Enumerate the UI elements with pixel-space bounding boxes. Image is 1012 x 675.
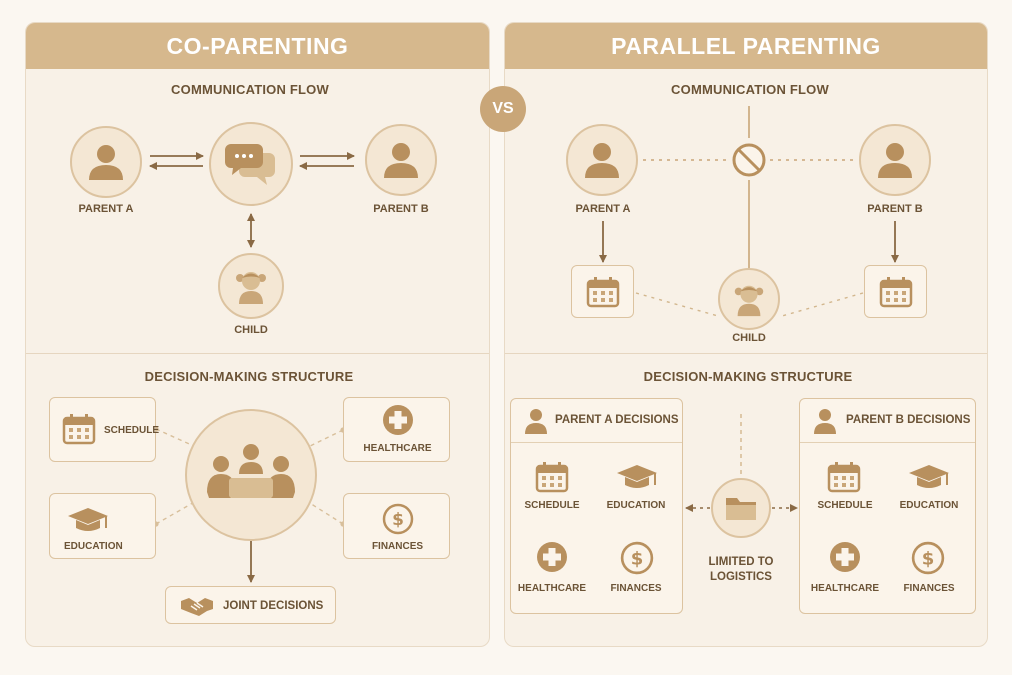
- right-parent-a-label: PARENT A: [575, 203, 631, 215]
- parent-b-healthcare-label: HEALTHCARE: [810, 583, 880, 594]
- right-parent-b-node: [859, 124, 931, 196]
- medical-cross-icon: [830, 542, 860, 572]
- dollar-coin-icon: $: [382, 503, 414, 535]
- joint-decisions-label: JOINT DECISIONS: [223, 600, 324, 612]
- limited-logistics-line1: LIMITED TO: [708, 556, 774, 568]
- right-parent-a-node: [566, 124, 638, 196]
- parent-b-education-label: EDUCATION: [899, 500, 959, 511]
- parent-a-healthcare-label: HEALTHCARE: [517, 583, 587, 594]
- dollar-coin-icon: $: [620, 541, 654, 575]
- parallel-parenting-title: PARALLEL PARENTING: [505, 23, 987, 69]
- child-icon: [236, 272, 266, 304]
- parent-a-finances-label: FINANCES: [610, 583, 662, 594]
- right-communication-title: COMMUNICATION FLOW: [671, 82, 829, 97]
- left-healthcare-label: HEALTHCARE: [363, 443, 432, 454]
- right-section-divider: [505, 353, 987, 354]
- left-healthcare-box: HEALTHCARE: [343, 397, 450, 462]
- vs-badge: VS: [480, 86, 526, 132]
- graduation-cap-icon: [68, 508, 108, 531]
- joint-meeting-node: [185, 409, 317, 541]
- svg-text:$: $: [922, 548, 935, 569]
- dollar-coin-icon: $: [911, 541, 945, 575]
- calendar-icon: [879, 277, 913, 308]
- meeting-table-icon: [207, 444, 295, 498]
- parent-a-decisions-label: PARENT A DECISIONS: [555, 414, 679, 426]
- left-schedule-box: SCHEDULE: [49, 397, 160, 462]
- left-finances-box: $ FINANCES: [343, 493, 450, 559]
- parent-a-schedule-label: SCHEDULE: [524, 500, 580, 511]
- parent-b-finances-label: FINANCES: [903, 583, 955, 594]
- person-icon: [384, 143, 418, 178]
- person-icon: [525, 409, 547, 434]
- handshake-icon: [181, 598, 213, 616]
- left-child-node: [218, 253, 284, 319]
- person-icon: [814, 409, 836, 434]
- calendar-icon: [586, 277, 620, 308]
- left-parent-b-node: [365, 124, 437, 196]
- calendar-icon: [827, 462, 861, 493]
- parent-b-decisions-header: PARENT B DECISIONS: [800, 399, 975, 443]
- person-icon: [89, 145, 123, 180]
- left-parent-b-label: PARENT B: [373, 203, 429, 215]
- limited-logistics-line2: LOGISTICS: [710, 571, 772, 583]
- right-child-label: CHILD: [732, 332, 766, 344]
- graduation-cap-icon: [617, 465, 657, 488]
- no-communication-icon: [732, 143, 766, 177]
- chat-bubbles-icon: [225, 144, 275, 185]
- left-child-label: CHILD: [234, 324, 268, 336]
- logistics-folder-node: [711, 478, 771, 538]
- left-decision-title: DECISION-MAKING STRUCTURE: [144, 369, 354, 384]
- person-icon: [585, 143, 619, 178]
- right-parent-b-label: PARENT B: [867, 203, 923, 215]
- svg-text:$: $: [631, 548, 644, 569]
- parent-a-decisions-box: PARENT A DECISIONS SCHEDULE EDUCATION HE…: [510, 398, 683, 614]
- left-section-divider: [26, 353, 489, 354]
- left-schedule-label: SCHEDULE: [104, 425, 160, 436]
- calendar-icon: [535, 462, 569, 493]
- left-finances-label: FINANCES: [371, 541, 424, 552]
- co-parenting-title: CO-PARENTING: [26, 23, 489, 69]
- parent-a-education-label: EDUCATION: [606, 500, 666, 511]
- left-communication-title: COMMUNICATION FLOW: [171, 82, 329, 97]
- chat-node: [209, 122, 293, 206]
- medical-cross-icon: [537, 542, 567, 572]
- folder-icon: [726, 498, 756, 520]
- right-parent-a-calendar: [571, 265, 634, 318]
- right-parent-b-calendar: [864, 265, 927, 318]
- child-icon: [734, 285, 764, 317]
- left-education-box: EDUCATION: [49, 493, 156, 559]
- right-child-node: [718, 268, 780, 330]
- parent-b-decisions-box: PARENT B DECISIONS SCHEDULE EDUCATION HE…: [799, 398, 976, 614]
- medical-cross-icon: [383, 405, 413, 435]
- joint-decisions-box: JOINT DECISIONS: [165, 586, 336, 624]
- person-icon: [878, 143, 912, 178]
- calendar-icon: [62, 414, 96, 445]
- parent-a-decisions-header: PARENT A DECISIONS: [511, 399, 682, 443]
- left-parent-a-node: [70, 126, 142, 198]
- svg-text:$: $: [392, 510, 404, 530]
- parent-b-schedule-label: SCHEDULE: [817, 500, 873, 511]
- left-parent-a-label: PARENT A: [78, 203, 134, 215]
- right-decision-title: DECISION-MAKING STRUCTURE: [643, 369, 853, 384]
- left-education-label: EDUCATION: [64, 541, 123, 552]
- parent-b-decisions-label: PARENT B DECISIONS: [846, 414, 971, 426]
- graduation-cap-icon: [909, 465, 949, 488]
